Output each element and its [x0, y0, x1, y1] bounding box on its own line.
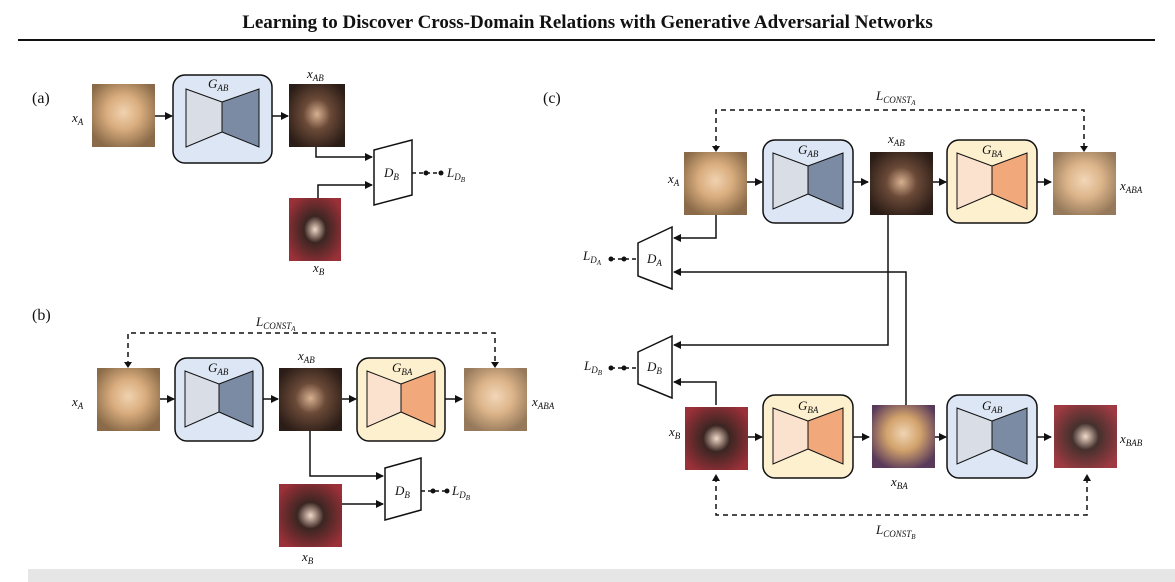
- svg-text:xBAB: xBAB: [1119, 431, 1143, 448]
- svg-text:LCONSTB: LCONSTB: [875, 522, 916, 541]
- generator-gba-c-top: GBA: [946, 139, 1038, 224]
- generator-gba-b: GBA: [356, 357, 446, 442]
- svg-text:GAB: GAB: [982, 398, 1003, 415]
- discriminator-db-c: DB: [637, 334, 673, 400]
- svg-text:LCONSTA: LCONSTA: [875, 88, 916, 107]
- page-bottom-bar: [28, 569, 1175, 582]
- generator-gab-a: GAB: [172, 74, 273, 164]
- svg-text:GBA: GBA: [392, 360, 413, 377]
- svg-text:xB: xB: [668, 424, 681, 441]
- svg-text:GAB: GAB: [798, 142, 819, 159]
- photo-xa-c: [684, 152, 747, 215]
- panel-c-label: (c): [543, 90, 561, 107]
- svg-text:xA: xA: [667, 171, 680, 188]
- svg-text:xB: xB: [301, 549, 314, 566]
- svg-text:GBA: GBA: [982, 142, 1003, 159]
- label-xb-a: xB: [312, 260, 325, 277]
- photo-xaba-b: [464, 368, 527, 431]
- photo-xba-c: [872, 405, 935, 468]
- photo-xab-b: [279, 368, 342, 431]
- label-ldb-a: LDB: [446, 165, 466, 184]
- svg-text:xAB: xAB: [297, 348, 315, 365]
- label-xa: xA: [71, 110, 84, 127]
- svg-text:LDA: LDA: [582, 248, 602, 267]
- discriminator-da-c: DA: [637, 225, 673, 291]
- svg-text:LDB: LDB: [583, 358, 603, 377]
- discriminator-db-b: DB: [384, 457, 422, 521]
- photo-xaba-c: [1053, 152, 1116, 215]
- discriminator-db-a: DB: [373, 139, 413, 206]
- svg-text:xBA: xBA: [890, 474, 908, 491]
- svg-text:GAB: GAB: [208, 360, 229, 377]
- svg-text:xABA: xABA: [1119, 178, 1143, 195]
- page-title: Learning to Discover Cross-Domain Relati…: [242, 12, 933, 33]
- svg-text:xA: xA: [71, 394, 84, 411]
- label-lconsta-b: LCONSTA: [255, 314, 296, 333]
- photo-xa-b: [97, 368, 160, 431]
- svg-text:GBA: GBA: [798, 398, 819, 415]
- photo-xa: [92, 84, 155, 147]
- generator-gab-b: GAB: [174, 357, 264, 442]
- generator-gab-c-top: GAB: [762, 139, 854, 224]
- title-rule: [18, 39, 1155, 41]
- panel-b: (b) LCONSTA xA GAB xAB GBA xABA xB: [32, 307, 555, 566]
- photo-xbab-c: [1054, 405, 1117, 468]
- svg-text:xAB: xAB: [887, 131, 905, 148]
- label-xab-a: xAB: [306, 66, 324, 83]
- panel-a: (a) xA GAB xAB xB DB LDB: [32, 66, 466, 277]
- photo-xb-b: [279, 484, 342, 547]
- generator-gab-c-bottom: GAB: [946, 394, 1038, 479]
- photo-xb-a: [289, 198, 341, 261]
- panel-b-label: (b): [32, 307, 51, 324]
- svg-text:xABA: xABA: [531, 394, 555, 411]
- svg-text:LDB: LDB: [451, 483, 471, 502]
- generator-gba-c-bottom: GBA: [762, 394, 854, 479]
- photo-xab-a: [289, 84, 345, 147]
- photo-xb-c: [685, 407, 748, 470]
- svg-text:GAB: GAB: [208, 76, 229, 93]
- svg-text:DB: DB: [383, 165, 399, 182]
- svg-text:DB: DB: [394, 483, 410, 500]
- svg-text:DA: DA: [646, 251, 662, 268]
- svg-text:DB: DB: [646, 359, 662, 376]
- panel-c: (c) LCONSTA xA GAB xAB GBA xABA: [543, 88, 1143, 541]
- photo-xab-c: [870, 152, 933, 215]
- panel-a-label: (a): [32, 90, 50, 107]
